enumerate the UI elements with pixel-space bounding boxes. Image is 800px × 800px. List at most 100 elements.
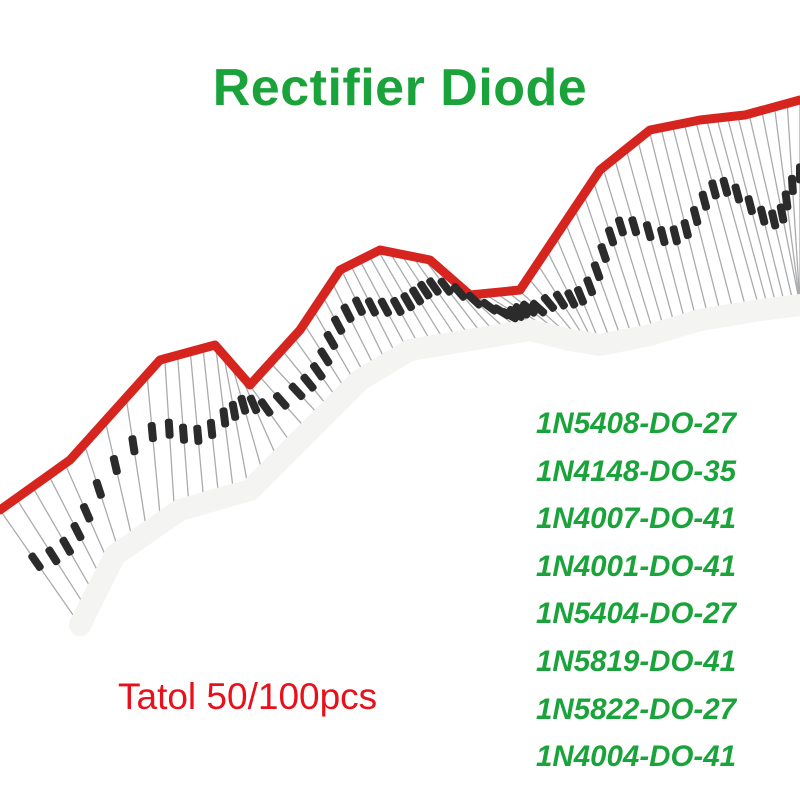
diode-body [109,454,121,476]
diode-lead [231,363,265,477]
diode-lead [222,354,250,491]
diode-body [499,307,520,323]
diode-body [128,435,139,456]
diode-lead [592,180,644,337]
red-tape-strip [0,95,800,515]
diode-body [164,418,174,439]
diode-body [540,293,558,312]
diode-body [768,209,780,230]
diode-lead [786,103,800,306]
diode-body [614,216,627,237]
diode-body [698,190,711,211]
diode-lead [412,256,473,341]
diode-body [79,502,94,523]
diode-body [417,280,433,300]
diode-body [437,277,454,296]
diode-body [193,424,203,445]
diode-body [787,174,797,195]
diode-lead [583,194,634,339]
diode-body [604,226,618,247]
diode-body [781,190,792,211]
model-item: 1N4001-DO-41 [536,549,737,583]
diode-bodies [28,163,800,572]
diode-body [573,286,588,306]
diode-body [409,286,425,306]
product-title: Rectifier Diode [212,59,588,117]
model-item: 1N5819-DO-41 [536,644,737,678]
diode-body [147,422,157,443]
diode-body [317,347,333,367]
diode-lead [340,269,388,365]
diode-body [506,305,526,322]
diode-lead [695,120,748,313]
diode-lead [146,374,162,524]
diode-body [552,290,569,310]
diode-body [257,398,274,417]
diode-body [628,216,641,237]
diode-body [377,297,393,317]
diode-body [657,226,669,247]
diode-body [352,296,366,316]
diode-body [92,478,105,499]
diode-body [228,400,240,421]
diode-body [731,183,744,204]
diode-body [330,315,346,335]
diode-body [237,394,250,415]
diode-body [708,179,720,200]
diode-body [757,205,769,226]
diode-lead [683,123,735,315]
diode-lead [322,295,367,377]
diode-lead [423,258,486,338]
diode-body [28,552,44,572]
diode-body [642,221,655,242]
model-item: 1N4007-DO-41 [536,502,737,536]
diode-body [340,303,355,323]
diode-lead [716,117,769,310]
model-item: 1N4148-DO-35 [536,454,737,488]
diode-body [744,195,756,216]
diode-body [59,536,75,556]
diode-body [719,176,732,197]
diode-body [288,382,306,401]
diode-body [323,330,339,351]
model-item: 1N5822-DO-27 [536,692,737,726]
diode-body [669,225,681,246]
diode-lead [705,119,761,311]
diode-body [309,362,326,381]
diode-body [219,407,230,428]
quantity-label: Tatol 50/100pcs [118,676,378,717]
diode-lead [331,281,377,371]
white-tape-strip [69,294,800,636]
diode-lead [602,167,655,335]
diode-body [364,297,379,317]
diode-body [390,296,405,317]
diode-lead [125,397,148,533]
model-item: 1N5408-DO-27 [536,407,737,440]
diode-lead [613,158,666,331]
diode-body [590,261,604,282]
diode-body [597,243,610,263]
diode-body [512,302,531,319]
diode-body [465,291,483,309]
diode-body [300,373,317,392]
diode-body [450,283,468,301]
diode-body [45,546,61,566]
diode-lead [239,373,280,462]
diode-body [689,205,702,227]
model-item: 1N5404-DO-27 [536,597,737,631]
diode-body [272,391,290,410]
diode-body [206,418,217,439]
diode-body [680,219,692,240]
diode-body [426,277,442,296]
diode-body [583,276,597,297]
diode-body [400,292,416,312]
diode-body [529,299,548,317]
diode-body [564,289,579,309]
diode-lead [104,420,134,543]
diode-body [70,521,85,542]
diode-body [246,394,261,415]
model-list: 1N5408-DO-27 1N4148-DO-35 1N4007-DO-41 1… [536,400,786,781]
diode-body [796,163,800,184]
model-item: 1N4004-DO-41 [536,740,737,774]
